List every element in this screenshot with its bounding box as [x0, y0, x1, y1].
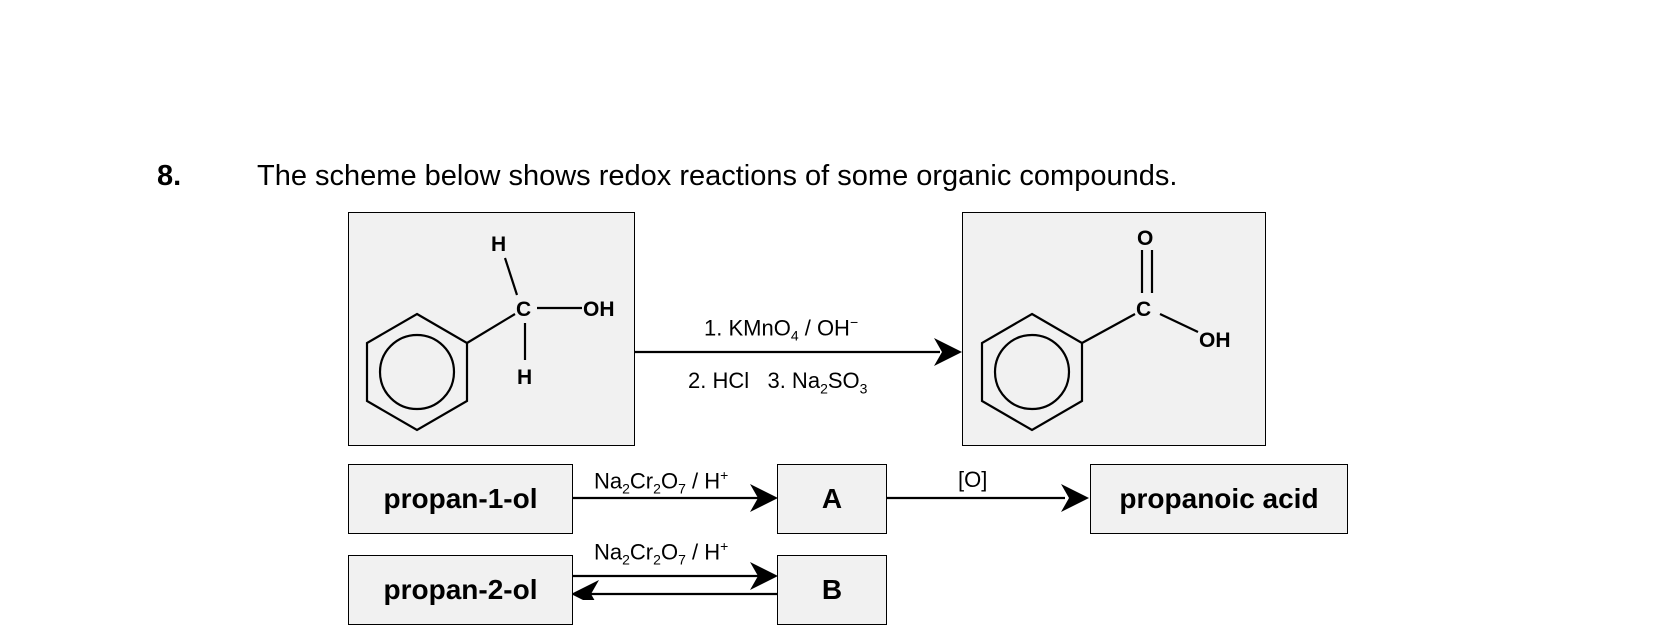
- bond-c-h-top: [503, 257, 519, 296]
- arrowhead-to-b: [750, 562, 778, 590]
- benzene-ring-left-circle: [378, 333, 456, 411]
- product-box-benzoic-acid: [962, 212, 1266, 446]
- reagent-dichromate-1: Na2Cr2O7 / H+: [594, 467, 729, 497]
- benzene-ring-left: [365, 312, 469, 432]
- atom-o-carbonyl: O: [1137, 227, 1153, 250]
- atom-h-bottom: H: [517, 366, 532, 389]
- arrowhead-reaction1: [934, 338, 962, 366]
- atom-c-right: C: [1136, 298, 1151, 321]
- reaction-scheme-drawing: H C OH H O C OH: [365, 227, 1231, 600]
- atom-h-top: H: [491, 233, 506, 256]
- compound-box-propan-2-ol: propan-2-ol: [348, 555, 573, 625]
- benzene-ring-right-circle: [993, 333, 1071, 411]
- compound-box-b: B: [777, 555, 887, 625]
- arrowhead-back-to-propan2ol: [571, 580, 599, 600]
- bond-ring-c-right: [1081, 313, 1136, 344]
- atom-oh-left: OH: [583, 298, 615, 321]
- reagent-dichromate-2: Na2Cr2O7 / H+: [594, 538, 729, 568]
- compound-box-a: A: [777, 464, 887, 534]
- reactant-box-benzyl-alcohol: [348, 212, 635, 446]
- bond-ring-c-left: [466, 313, 516, 344]
- atom-oh-right: OH: [1199, 329, 1231, 352]
- arrowhead-to-propanoic: [1061, 484, 1089, 512]
- reagent-hcl-na2so3: 2. HCl 3. Na2SO3: [688, 368, 868, 397]
- question-number: 8.: [157, 160, 182, 192]
- atom-c-left: C: [516, 298, 531, 321]
- arrowhead-to-a: [750, 484, 778, 512]
- compound-box-propanoic-acid: propanoic acid: [1090, 464, 1348, 534]
- oxidation-label: [O]: [958, 467, 988, 492]
- question-text: The scheme below shows redox reactions o…: [257, 160, 1178, 192]
- compound-box-propan-1-ol: propan-1-ol: [348, 464, 573, 534]
- bond-c-oh-right: [1159, 313, 1199, 333]
- benzene-ring-right: [980, 312, 1084, 432]
- reagent-kmno4-oh: 1. KMnO4 / OH−: [704, 314, 859, 344]
